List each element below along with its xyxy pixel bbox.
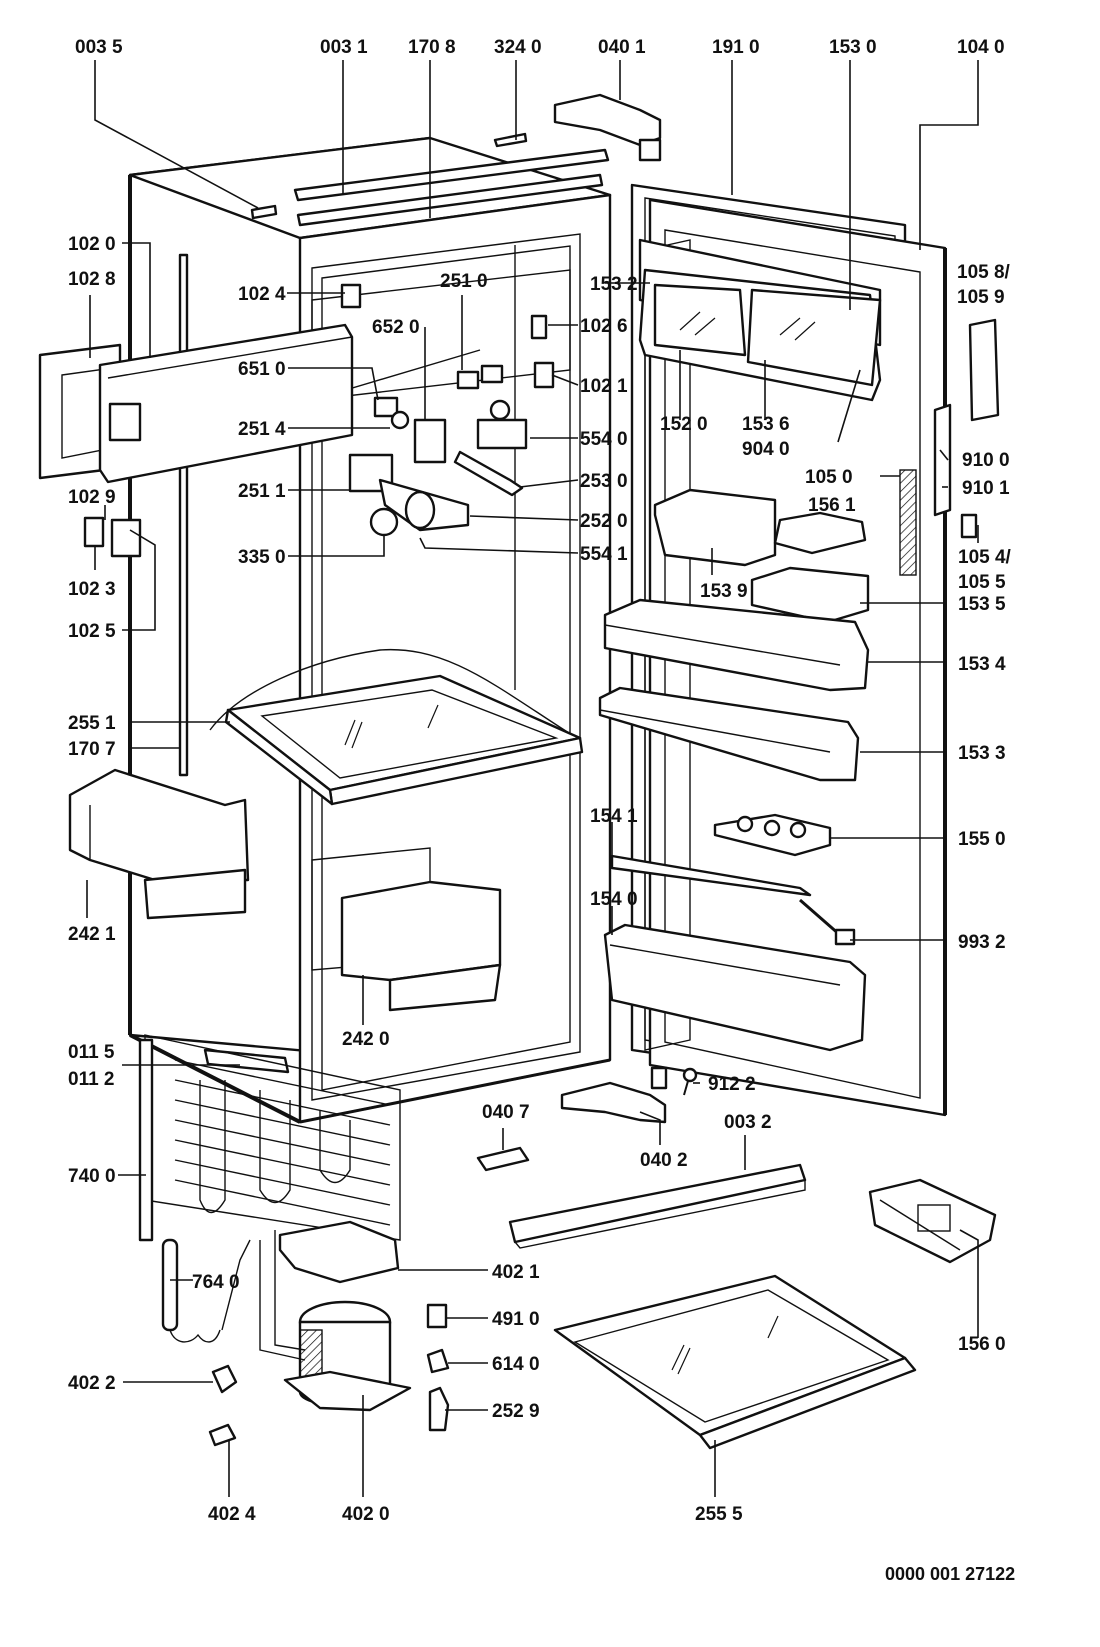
label-910-0: 910 0 <box>962 450 1010 471</box>
label-255-1: 255 1 <box>68 713 116 734</box>
label-242-1: 242 1 <box>68 924 116 945</box>
crisper-drawers <box>68 768 502 1012</box>
label-153-2: 153 2 <box>590 274 638 295</box>
label-191-0: 191 0 <box>712 37 760 58</box>
label-993-2: 993 2 <box>958 932 1006 953</box>
label-153-9: 153 9 <box>700 581 748 602</box>
label-912-2: 912 2 <box>708 1074 756 1095</box>
label-154-0: 154 0 <box>590 889 638 910</box>
label-102-0: 102 0 <box>68 234 116 255</box>
label-251-4: 251 4 <box>238 419 286 440</box>
light-housing <box>38 283 555 558</box>
label-402-2: 402 2 <box>68 1373 116 1394</box>
leader-lines <box>86 60 979 1497</box>
label-554-0: 554 0 <box>580 429 628 450</box>
label-652-0: 652 0 <box>372 317 420 338</box>
label-156-0: 156 0 <box>958 1334 1006 1355</box>
label-251-0: 251 0 <box>440 271 488 292</box>
label-324-0: 324 0 <box>494 37 542 58</box>
label-105-5: 105 5 <box>958 572 1006 593</box>
label-153-3: 153 3 <box>958 743 1006 764</box>
ice-tray <box>868 1178 997 1264</box>
label-102-9: 102 9 <box>68 487 116 508</box>
label-003-2: 003 2 <box>724 1112 772 1133</box>
label-155-0: 155 0 <box>958 829 1006 850</box>
label-105-4: 105 4/ <box>958 547 1012 568</box>
label-764-0: 764 0 <box>192 1272 240 1293</box>
label-105-9: 105 9 <box>957 287 1005 308</box>
label-252-9: 252 9 <box>492 1401 540 1422</box>
label-011-2: 011 2 <box>68 1069 115 1090</box>
label-011-5: 011 5 <box>68 1042 115 1063</box>
label-170-7: 170 7 <box>68 739 116 760</box>
label-402-4: 402 4 <box>208 1504 256 1525</box>
label-255-5: 255 5 <box>695 1504 743 1525</box>
label-335-0: 335 0 <box>238 547 286 568</box>
label-904-0: 904 0 <box>742 439 790 460</box>
label-154-1: 154 1 <box>590 806 638 827</box>
label-153-0: 153 0 <box>829 37 877 58</box>
label-252-0: 252 0 <box>580 511 628 532</box>
label-651-0: 651 0 <box>238 359 286 380</box>
glass-shelf-255-5 <box>553 1274 917 1450</box>
label-153-5: 153 5 <box>958 594 1006 615</box>
label-402-0: 402 0 <box>342 1504 390 1525</box>
label-170-8: 170 8 <box>408 37 456 58</box>
label-156-1: 156 1 <box>808 495 856 516</box>
hinges <box>476 93 807 1249</box>
label-104-0: 104 0 <box>957 37 1005 58</box>
label-153-4: 153 4 <box>958 654 1006 675</box>
label-040-7: 040 7 <box>482 1102 530 1123</box>
label-102-5: 102 5 <box>68 621 116 642</box>
label-003-5: 003 5 <box>75 37 123 58</box>
label-740-0: 740 0 <box>68 1166 116 1187</box>
label-102-1: 102 1 <box>580 376 628 397</box>
label-003-1: 003 1 <box>320 37 368 58</box>
label-105-0: 105 0 <box>805 467 853 488</box>
label-105-8: 105 8/ <box>957 262 1011 283</box>
label-040-1: 040 1 <box>598 37 646 58</box>
label-910-1: 910 1 <box>962 478 1010 499</box>
label-253-0: 253 0 <box>580 471 628 492</box>
label-554-1: 554 1 <box>580 544 628 565</box>
callout-labels: 003 5 003 1 170 8 324 0 040 1 191 0 153 … <box>68 37 1015 1584</box>
label-153-6: 153 6 <box>742 414 790 435</box>
label-152-0: 152 0 <box>660 414 708 435</box>
label-251-1: 251 1 <box>238 481 286 502</box>
label-102-8: 102 8 <box>68 269 116 290</box>
label-242-0: 242 0 <box>342 1029 390 1050</box>
machine-compartment <box>138 1034 450 1447</box>
main-glass-shelf <box>209 648 584 806</box>
label-102-6: 102 6 <box>580 316 628 337</box>
document-number: 0000 001 27122 <box>885 1564 1015 1584</box>
label-102-3: 102 3 <box>68 579 116 600</box>
label-614-0: 614 0 <box>492 1354 540 1375</box>
door <box>598 183 1000 1117</box>
label-102-4: 102 4 <box>238 284 286 305</box>
label-402-1: 402 1 <box>492 1262 540 1283</box>
label-491-0: 491 0 <box>492 1309 540 1330</box>
label-040-2: 040 2 <box>640 1150 688 1171</box>
